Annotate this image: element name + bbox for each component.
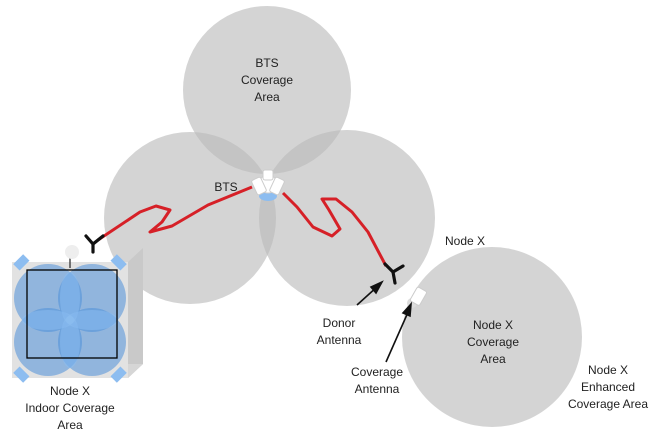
indoor-corner-antennas [13, 254, 127, 383]
node-x-coverage-label-line3: Area [480, 352, 506, 366]
coverage-antenna-label-line2: Antenna [355, 382, 400, 396]
coverage-circles [104, 6, 582, 427]
indoor-room-outline [26, 269, 118, 359]
indoor-coverage-box [12, 245, 143, 383]
indoor-donor-antenna-icon [84, 234, 105, 254]
coverage-arrow-line [385, 309, 410, 363]
enhanced-coverage-label-line3: Coverage Area [568, 397, 648, 411]
bts-coverage-label-line1: BTS [255, 56, 278, 70]
indoor-petal [60, 316, 80, 368]
donor-antenna-label-line1: Donor [323, 316, 356, 330]
coverage-antenna-label-line1: Coverage [351, 365, 403, 379]
bts-left-sector-circle [104, 132, 276, 304]
enhanced-coverage-label-line2: Enhanced [581, 380, 635, 394]
enhanced-coverage-label-line1: Node X [588, 363, 628, 377]
donor-arrow-head [369, 280, 384, 295]
bts-coverage-label-line3: Area [254, 90, 280, 104]
bts-base [259, 191, 277, 201]
bts-coverage-circle [183, 6, 351, 174]
bts-right-sector-circle [259, 130, 435, 306]
coverage-antenna-panel [409, 286, 427, 306]
indoor-coverage-label-line1: Node X [50, 384, 90, 398]
node-x-enhanced-coverage-circle [402, 247, 582, 427]
indoor-petal [66, 310, 118, 330]
indoor-coverage-label-line3: Area [57, 418, 83, 432]
corner-antenna [110, 366, 127, 383]
node-x-coverage-label-line1: Node X [473, 318, 513, 332]
donor-antenna-icon [383, 262, 405, 285]
bts-label: BTS [214, 180, 237, 194]
corner-antenna [110, 254, 127, 271]
donor-link-zigzag [281, 191, 388, 267]
indoor-coverage-pattern [14, 264, 126, 376]
pointer-arrows [356, 280, 412, 363]
bts-panel-top [262, 169, 274, 181]
bts-panel-right [269, 176, 285, 196]
donor-antenna-label-line2: Antenna [317, 333, 362, 347]
bts-tower [251, 169, 285, 201]
corner-antenna [13, 254, 30, 271]
coverage-arrow-head [401, 301, 412, 318]
corner-antenna [13, 366, 30, 383]
indoor-link-zigzag [97, 185, 253, 242]
bts-panel-left [251, 176, 267, 196]
labels: BTS Coverage Area BTS Node X Donor Anten… [25, 56, 648, 432]
rf-links [97, 185, 388, 267]
indoor-coverage-label-line2: Indoor Coverage [25, 401, 115, 415]
indoor-box-shadow-side [128, 248, 143, 378]
node-x-coverage-label-line2: Coverage [467, 335, 519, 349]
node-x-label: Node X [445, 234, 485, 248]
bts-coverage-label-line2: Coverage [241, 73, 293, 87]
indoor-node-unit [65, 245, 79, 259]
indoor-petal [60, 272, 80, 324]
indoor-petal [22, 310, 74, 330]
